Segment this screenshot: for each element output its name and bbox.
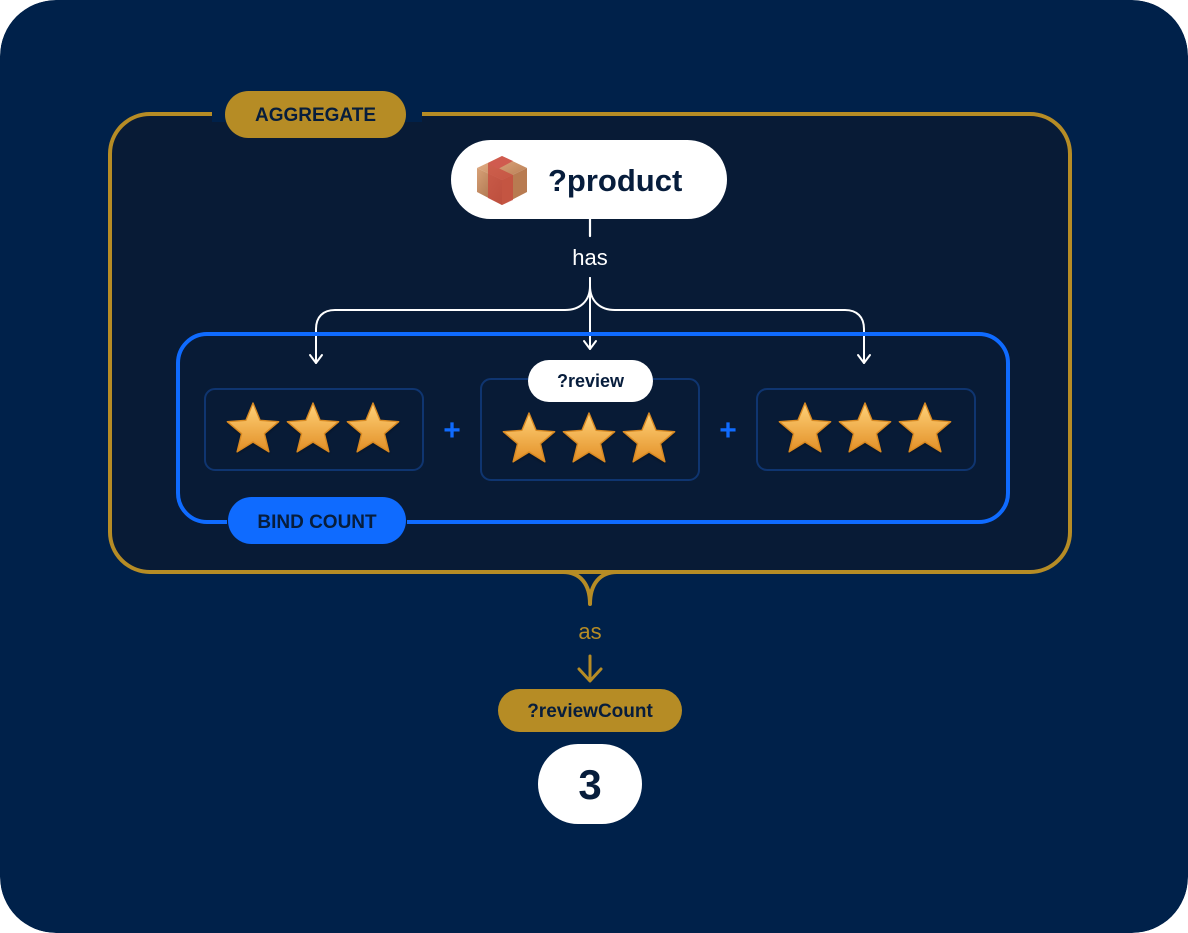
has-label: has — [572, 245, 607, 270]
review-label-text: ?review — [557, 371, 625, 391]
bind-count-label-text: BIND COUNT — [257, 512, 377, 533]
aggregate-bracket — [561, 570, 619, 606]
review-count-label-text: ?reviewCount — [527, 701, 653, 722]
bind-count-label: BIND COUNT — [228, 497, 406, 544]
star-icon — [562, 412, 616, 463]
has-connector: has — [309, 217, 871, 364]
result-badge: 3 — [538, 744, 642, 824]
aggregate-label: AGGREGATE — [225, 91, 406, 138]
as-label: as — [578, 619, 601, 644]
star-icon — [622, 412, 676, 463]
plus-sign-right: + — [719, 414, 737, 447]
star-icon — [838, 402, 892, 453]
star-icon — [502, 412, 556, 463]
star-icon — [898, 402, 952, 453]
product-node-text: ?product — [548, 163, 682, 198]
review-stars-left — [226, 402, 400, 453]
review-label: ?review — [528, 360, 653, 402]
result-value: 3 — [578, 761, 601, 808]
product-node: ?product — [451, 140, 727, 219]
review-stars-middle — [502, 412, 676, 463]
as-connector: as — [577, 619, 603, 683]
plus-sign-left: + — [443, 414, 461, 447]
star-icon — [346, 402, 400, 453]
star-icon — [286, 402, 340, 453]
review-stars-right — [778, 402, 952, 453]
review-count-label: ?reviewCount — [498, 689, 682, 732]
star-icon — [778, 402, 832, 453]
package-box-icon — [477, 156, 527, 205]
aggregate-label-text: AGGREGATE — [255, 105, 376, 126]
star-icon — [226, 402, 280, 453]
